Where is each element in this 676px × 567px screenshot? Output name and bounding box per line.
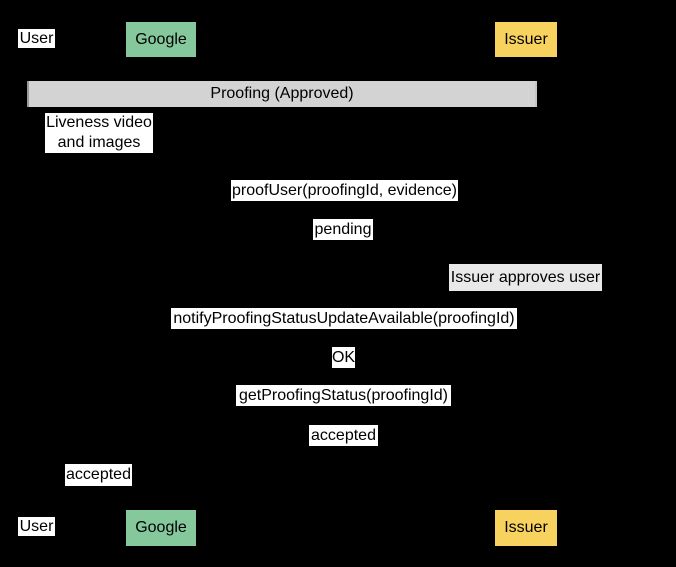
note-liveness-video-and-images: Liveness video and images (45, 113, 153, 153)
message-get-proofing-status: getProofingStatus(proofingId) (236, 385, 451, 406)
message-proof-user: proofUser(proofingId, evidence) (231, 180, 458, 201)
note-issuer-approves-user: Issuer approves user (449, 264, 602, 291)
participant-google-top: Google (126, 22, 196, 57)
message-accepted-to-google: accepted (309, 425, 378, 446)
participant-google-bottom: Google (126, 510, 196, 546)
message-notify-proofing-status-update: notifyProofingStatusUpdateAvailable(proo… (171, 308, 517, 329)
participant-issuer-top: Issuer (495, 22, 557, 57)
participant-issuer-bottom: Issuer (495, 510, 557, 546)
message-ok: OK (332, 347, 355, 368)
participant-user-bottom: User (18, 517, 55, 536)
message-accepted-to-user: accepted (65, 464, 132, 486)
message-pending: pending (313, 219, 373, 240)
participant-user-top: User (18, 29, 55, 48)
fragment-title-proofing-approved: Proofing (Approved) (27, 81, 537, 107)
